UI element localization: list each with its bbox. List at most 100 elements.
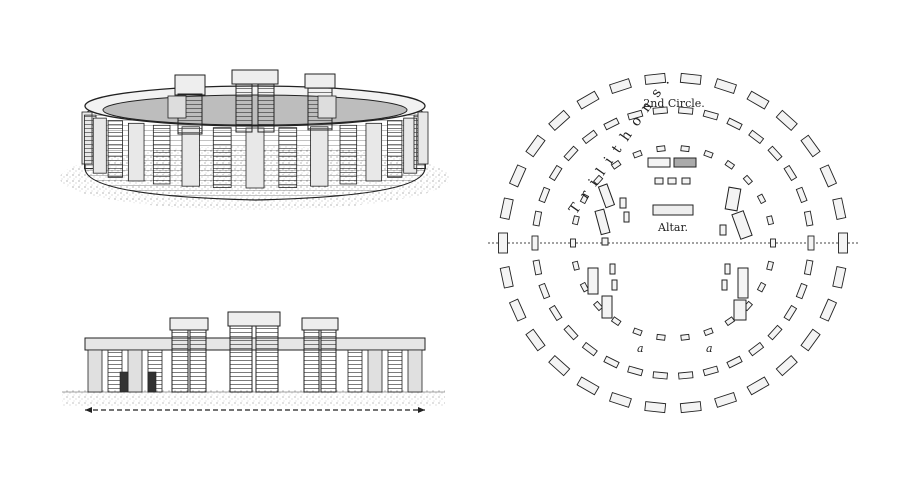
outer-upright	[127, 122, 145, 182]
outer-upright	[127, 349, 143, 393]
plan-stone	[571, 215, 580, 226]
outer-upright	[92, 117, 107, 174]
trilithon-stones	[587, 157, 753, 321]
plan-stone	[795, 186, 808, 204]
plan-stone	[548, 109, 571, 132]
plan-stone	[499, 197, 514, 220]
plan-stone	[608, 391, 632, 408]
plan-stone	[703, 149, 714, 159]
plan-stone	[746, 90, 770, 110]
plan-stone	[579, 193, 590, 205]
plan-stone	[800, 134, 821, 158]
plan-stone	[548, 164, 563, 182]
plan-stone	[499, 266, 514, 289]
outer-upright	[407, 349, 423, 393]
plan-stone	[610, 159, 622, 170]
outer-upright	[212, 127, 232, 188]
plan-stone	[746, 376, 770, 396]
elevation-view	[62, 311, 445, 413]
plan-stone	[800, 328, 821, 352]
marker-a-left: a	[637, 342, 644, 355]
outer-upright	[181, 126, 200, 187]
altar-label: Altar.	[657, 221, 688, 234]
outer-upright	[339, 124, 358, 185]
plan-stone	[702, 365, 719, 377]
plan-stone	[579, 281, 590, 293]
plan-stone	[644, 401, 667, 414]
plan-stone	[679, 401, 702, 414]
plan-stone	[832, 266, 847, 289]
outer-upright	[107, 349, 123, 393]
plan-stone	[680, 145, 690, 153]
plan-stone	[548, 304, 563, 322]
outer-upright	[417, 111, 429, 165]
plan-stone	[563, 145, 579, 162]
plan-stone	[726, 117, 743, 131]
plan-stone	[592, 174, 604, 186]
outer-upright	[152, 124, 171, 185]
plan-stone	[571, 260, 580, 271]
outer-upright	[367, 349, 383, 393]
plan-stone	[581, 129, 598, 145]
plan-stone	[592, 300, 604, 312]
plan-stone	[627, 365, 644, 377]
plan-stone	[742, 174, 754, 186]
plan-stone	[803, 210, 814, 227]
plan-stone	[538, 282, 551, 300]
plan-stone	[748, 129, 765, 145]
plan-stone	[532, 210, 543, 227]
plan-stone	[652, 106, 669, 115]
inner-stone	[147, 371, 157, 393]
plan-stone	[770, 238, 776, 248]
outer-upright	[387, 349, 403, 393]
ground-plan: 2nd Circle. Trilithons. Altar. a a	[488, 67, 860, 414]
outer-upright	[365, 122, 383, 182]
plan-stone	[726, 355, 743, 369]
plan-stone	[832, 197, 847, 220]
plan-stone	[610, 316, 622, 327]
outer-upright	[347, 349, 363, 393]
plan-stone	[548, 354, 571, 377]
plan-stone	[838, 232, 848, 254]
plan-stone-rings	[498, 72, 848, 414]
plan-stone	[603, 117, 620, 131]
plan-stone	[702, 109, 719, 121]
plan-stone	[795, 282, 808, 300]
plan-stone	[724, 316, 736, 327]
plan-stone	[656, 145, 666, 153]
plan-stone	[508, 164, 527, 188]
plan-stone	[498, 232, 508, 254]
outer-upright	[107, 120, 123, 178]
plan-stone	[581, 341, 598, 357]
plan-stone	[807, 235, 815, 251]
plan-stone	[677, 371, 694, 380]
plan-stone	[714, 391, 738, 408]
plan-stone	[819, 164, 838, 188]
outer-upright	[278, 127, 298, 188]
second-circle-label: 2nd Circle.	[643, 97, 705, 110]
plan-stone	[531, 235, 539, 251]
plan-stone	[677, 106, 694, 115]
plan-stone	[538, 186, 551, 204]
outer-upright	[87, 349, 103, 393]
plan-stone	[766, 215, 775, 226]
plan-stone	[714, 78, 738, 95]
outer-upright	[387, 120, 403, 178]
plan-stone	[775, 354, 798, 377]
plan-stone	[748, 341, 765, 357]
plan-stone	[570, 238, 576, 248]
plan-stone	[603, 355, 620, 369]
plan-stone	[508, 298, 527, 322]
plan-stone	[819, 298, 838, 322]
outer-upright	[310, 126, 329, 187]
plan-stone	[525, 134, 546, 158]
plan-stone	[632, 327, 643, 337]
plan-stone	[680, 333, 690, 341]
plan-stone	[656, 333, 666, 341]
plan-stone	[767, 324, 783, 341]
plan-stone	[627, 109, 644, 121]
plan-stone	[576, 376, 600, 396]
plan-stone	[783, 164, 798, 182]
plan-stone	[632, 149, 643, 159]
